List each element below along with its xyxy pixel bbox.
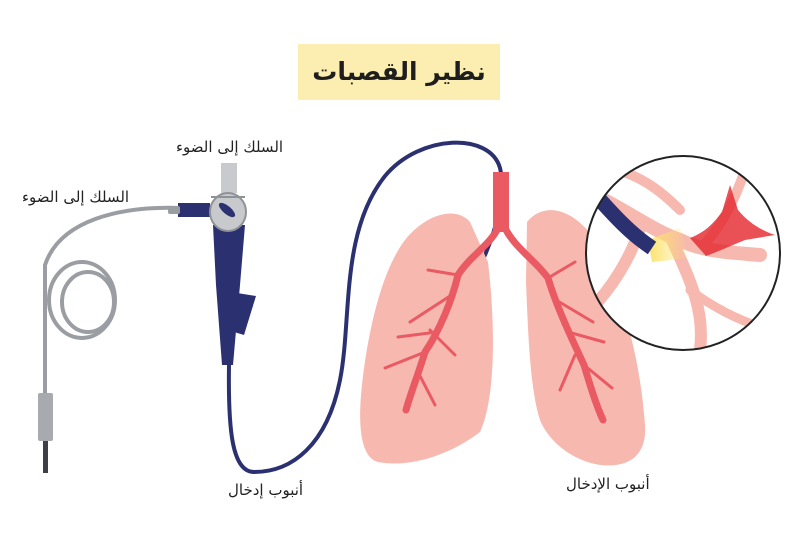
label-intubation-tube: أنبوب الإدخال [566,475,650,493]
label-light-cable-top: السلك إلى الضوء [176,138,284,156]
light-cable [43,205,182,397]
diagram-title: نظير القصبات [312,57,486,86]
tumor-area [690,185,775,256]
bronchoscope-handle [168,163,256,365]
lung-right [360,213,493,464]
zoom-view [585,155,781,351]
light-beam [648,228,690,262]
label-light-cable-left: السلك إلى الضوء [22,188,130,206]
bronchial-tree [383,172,614,424]
connector-plug [38,393,53,473]
label-insertion-tube: أنبوب إدخال [228,481,304,499]
title-box [298,44,500,100]
zoom-circle-outline [585,155,781,351]
